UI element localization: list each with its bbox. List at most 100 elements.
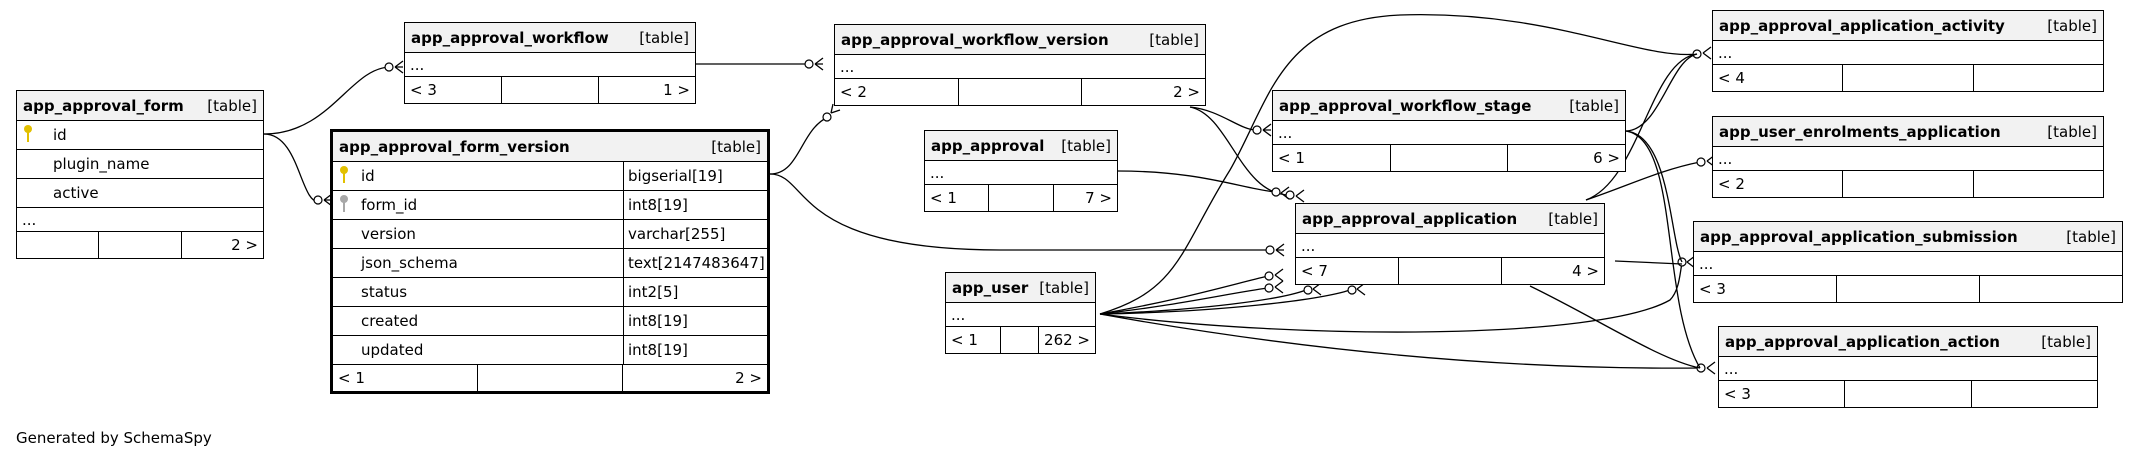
column-name: json_schema bbox=[361, 254, 458, 272]
more-columns-ellipsis: ... bbox=[1694, 252, 2122, 276]
table-app-approval-workflow-version[interactable]: app_approval_workflow_version [table] ..… bbox=[834, 24, 1206, 106]
table-header: app_approval_form_version [table] bbox=[333, 132, 767, 162]
table-name: app_approval_workflow_version bbox=[841, 30, 1109, 49]
table-header: app_approval_workflow_stage [table] bbox=[1273, 91, 1625, 121]
parents-count[interactable] bbox=[17, 232, 100, 258]
children-count[interactable]: 4 > bbox=[1572, 262, 1599, 280]
parents-count[interactable]: < 3 bbox=[1694, 276, 1837, 302]
column-type: text[2147483647] bbox=[623, 249, 767, 277]
children-count[interactable] bbox=[1974, 171, 2103, 197]
table-app-approval-application-action[interactable]: app_approval_application_action [table] … bbox=[1718, 326, 2098, 408]
table-type: [table] bbox=[639, 28, 689, 47]
table-footer: < 2 2 > bbox=[835, 79, 1205, 105]
parents-count[interactable]: < 3 bbox=[1719, 381, 1846, 407]
edge-crowfoot bbox=[814, 57, 824, 71]
children-count[interactable]: 7 > bbox=[1085, 189, 1112, 207]
table-app-approval-workflow[interactable]: app_approval_workflow [table] ... < 3 1 … bbox=[404, 22, 696, 104]
edge-user-action bbox=[1099, 313, 1701, 369]
more-columns-ellipsis: ... bbox=[1719, 357, 2097, 381]
edge-end-circle bbox=[1696, 157, 1706, 167]
parents-count[interactable]: < 2 bbox=[835, 79, 959, 105]
column-row[interactable]: id bigserial[19] bbox=[333, 162, 767, 191]
children-count[interactable]: 2 > bbox=[231, 236, 258, 254]
table-name: app_approval_workflow_stage bbox=[1279, 96, 1532, 115]
column-row[interactable]: version varchar[255] bbox=[333, 220, 767, 249]
edge-end-circle bbox=[1252, 125, 1262, 135]
table-header: app_approval [table] bbox=[925, 131, 1117, 161]
parents-count[interactable]: < 1 bbox=[925, 185, 990, 211]
more-columns-ellipsis: ... bbox=[946, 303, 1095, 327]
more-columns-ellipsis: ... bbox=[405, 53, 695, 77]
parents-count[interactable]: < 1 bbox=[946, 327, 1002, 353]
edge-stage-activity bbox=[1625, 53, 1698, 132]
column-name: form_id bbox=[361, 196, 418, 214]
table-footer: < 3 bbox=[1694, 276, 2122, 302]
column-row[interactable]: id bbox=[17, 121, 263, 150]
table-type: [table] bbox=[1548, 209, 1598, 228]
column-row[interactable]: active bbox=[17, 179, 263, 208]
column-name: id bbox=[53, 126, 67, 144]
table-app-approval-application-activity[interactable]: app_approval_application_activity [table… bbox=[1712, 10, 2104, 92]
table-footer: < 1 7 > bbox=[925, 185, 1117, 211]
table-app-approval-form-version[interactable]: app_approval_form_version [table] id big… bbox=[330, 129, 770, 394]
children-count[interactable] bbox=[1974, 65, 2103, 91]
children-count[interactable]: 6 > bbox=[1593, 149, 1621, 167]
edge-crowfoot bbox=[1274, 280, 1284, 294]
children-count[interactable]: 2 > bbox=[1173, 83, 1201, 101]
children-count[interactable]: 1 > bbox=[663, 81, 690, 99]
column-name: id bbox=[361, 167, 375, 185]
parents-count[interactable]: < 2 bbox=[1713, 171, 1844, 197]
edge-end-circle bbox=[1265, 245, 1275, 255]
table-app-user[interactable]: app_user [table] ... < 1 262 > bbox=[945, 272, 1096, 354]
table-footer: 2 > bbox=[17, 232, 263, 258]
children-count[interactable]: 262 > bbox=[1044, 331, 1090, 349]
column-row[interactable]: created int8[19] bbox=[333, 307, 767, 336]
table-app-approval-form[interactable]: app_approval_form [table] id plugin_name… bbox=[16, 90, 264, 259]
column-row[interactable]: updated int8[19] bbox=[333, 336, 767, 365]
edge-crowfoot bbox=[394, 60, 404, 74]
children-count[interactable] bbox=[1980, 276, 2122, 302]
column-row[interactable]: form_id int8[19] bbox=[333, 191, 767, 220]
table-footer: < 4 bbox=[1713, 65, 2103, 91]
edge-end-circle bbox=[313, 195, 323, 205]
table-app-approval-application-submission[interactable]: app_approval_application_submission [tab… bbox=[1693, 221, 2123, 303]
column-name: updated bbox=[361, 341, 424, 359]
more-columns-ellipsis: ... bbox=[1713, 41, 2103, 65]
edge-end-circle bbox=[1264, 271, 1274, 281]
edge-application-action bbox=[1529, 285, 1701, 369]
edge-application-enrolments bbox=[1585, 161, 1701, 201]
table-type: [table] bbox=[1149, 30, 1199, 49]
parents-count[interactable]: < 7 bbox=[1296, 258, 1399, 284]
column-type: varchar[255] bbox=[623, 220, 767, 248]
edge-user-application bbox=[1099, 289, 1307, 315]
edge-form-formversion bbox=[263, 133, 321, 203]
table-header: app_user [table] bbox=[946, 273, 1095, 303]
edge-end-circle bbox=[804, 59, 814, 69]
column-row[interactable]: status int2[5] bbox=[333, 278, 767, 307]
more-columns-ellipsis: ... bbox=[1273, 121, 1625, 145]
table-type: [table] bbox=[2047, 16, 2097, 35]
edge-crowfoot bbox=[1280, 186, 1290, 200]
table-app-user-enrolments-application[interactable]: app_user_enrolments_application [table] … bbox=[1712, 116, 2104, 198]
table-app-approval[interactable]: app_approval [table] ... < 1 7 > bbox=[924, 130, 1118, 212]
table-header: app_user_enrolments_application [table] bbox=[1713, 117, 2103, 147]
parents-count[interactable]: < 3 bbox=[405, 77, 502, 103]
edge-user-application bbox=[1099, 289, 1351, 315]
children-count[interactable]: 2 > bbox=[735, 369, 762, 387]
table-type: [table] bbox=[207, 96, 257, 115]
column-row[interactable]: json_schema text[2147483647] bbox=[333, 249, 767, 278]
edge-user-application bbox=[1099, 275, 1269, 315]
parents-count[interactable]: < 4 bbox=[1713, 65, 1844, 91]
column-type: int8[19] bbox=[623, 336, 767, 364]
children-count[interactable] bbox=[1972, 381, 2097, 407]
table-name: app_user bbox=[952, 278, 1029, 297]
parents-count[interactable]: < 1 bbox=[1273, 145, 1391, 171]
table-name: app_approval_form bbox=[23, 96, 184, 115]
table-app-approval-workflow-stage[interactable]: app_approval_workflow_stage [table] ... … bbox=[1272, 90, 1626, 172]
more-columns-ellipsis: ... bbox=[835, 55, 1205, 79]
column-type: bigserial[19] bbox=[623, 162, 767, 190]
table-app-approval-application[interactable]: app_approval_application [table] ... < 7… bbox=[1295, 203, 1605, 285]
parents-count[interactable]: < 1 bbox=[333, 365, 478, 391]
column-row[interactable]: plugin_name bbox=[17, 150, 263, 179]
column-name: version bbox=[361, 225, 416, 243]
